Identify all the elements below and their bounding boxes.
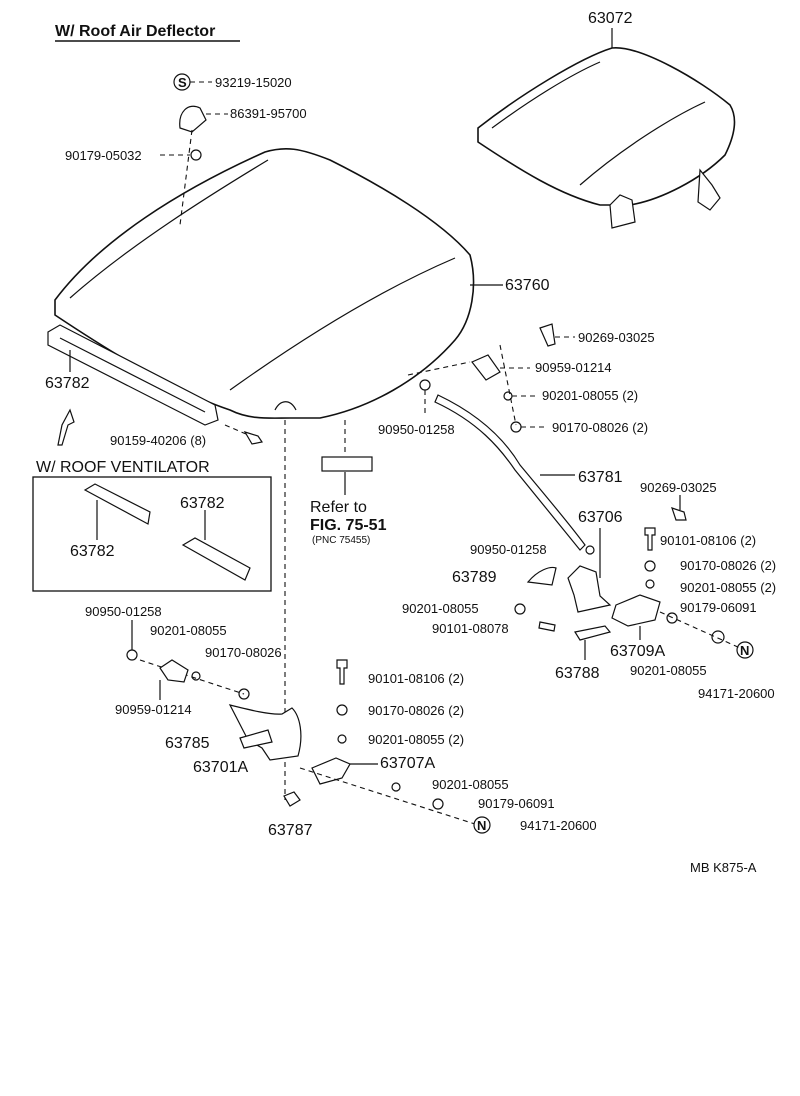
label-63701a: 63701A [193,759,248,776]
n-mark-text-a: N [740,643,749,658]
inset-label-b: 63782 [180,495,225,512]
label-90170-08026-d: 90170-08026 (2) [368,703,464,718]
n-mark-text-b: N [477,818,486,833]
label-90170-08026-b: 90170-08026 (2) [680,558,776,573]
clip-90950-01258-a [419,379,431,391]
label-90950-01258-b: 90950-01258 [470,542,547,557]
refer-line-2: FIG. 75-51 [310,517,387,534]
inset-strip-b [181,537,251,581]
label-90179-06091-c: 90179-06091 [478,796,555,811]
nut-90170-08026-b [644,560,656,572]
ventilator-inset-box [32,476,272,592]
label-90159-40206: 90159-40206 (8) [110,433,206,448]
screw-90159-40206 [243,430,263,445]
washer-90201-08055-e [191,671,201,681]
label-90201-08055-a: 90201-08055 (2) [542,388,638,403]
label-63782: 63782 [45,375,90,392]
roof-panel-63760 [54,147,475,419]
cover-63789 [526,566,557,586]
label-63787: 63787 [268,822,313,839]
label-90201-08055-c: 90201-08055 [402,601,479,616]
label-90201-08055-f: 90201-08055 (2) [368,732,464,747]
n-mark-icon-a [736,641,754,659]
screw-90269-03025-b [671,507,687,521]
screw-90269-03025-a [539,323,556,347]
label-90179-06091-b: 90179-06091 [680,600,757,615]
label-90170-08026-a: 90170-08026 (2) [552,420,648,435]
inset-strip-a [83,483,151,525]
diagram-code: MB K875-A [690,860,757,875]
clip-90950-01258-c [126,649,138,661]
nut-90179-05032 [190,149,202,161]
pad-63785 [239,729,273,749]
bracket-63709a [611,594,661,627]
arrow-up-icon [57,408,75,446]
hinge-63706 [567,565,612,613]
bolt-90101-08106-b [336,659,348,685]
refer-line-3: (PNC 75455) [312,535,370,546]
nut-90170-08026-d [336,704,348,716]
label-90201-08055-b: 90201-08055 (2) [680,580,776,595]
refer-line-1: Refer to [310,499,367,516]
label-90170-08026-c: 90170-08026 [205,645,282,660]
label-90201-08055-e: 90201-08055 [150,623,227,638]
label-94171-20600-b: 94171-20600 [520,818,597,833]
washer-90201-08055-g [391,782,401,792]
rail-63781 [434,394,586,551]
inset-title: W/ ROOF VENTILATOR [36,459,210,476]
label-63072: 63072 [588,10,633,27]
label-90201-08055-g: 90201-08055 [432,777,509,792]
pad-63787 [283,791,301,807]
washer-90201-08055-f [337,734,347,744]
bolt-90101-08078 [538,621,556,632]
label-90959-01214-b: 90959-01214 [115,702,192,717]
label-90269-03025-b: 90269-03025 [640,480,717,495]
label-86391-95700: 86391-95700 [230,106,307,121]
bracket-90959-01214-b [159,659,189,683]
label-90201-08055-d: 90201-08055 [630,663,707,678]
label-90101-08106-a: 90101-08106 (2) [660,533,756,548]
label-90101-08078: 90101-08078 [432,621,509,636]
label-63789: 63789 [452,569,497,586]
label-63788: 63788 [555,665,600,682]
label-63785: 63785 [165,735,210,752]
bolt-90101-08106-a [644,527,656,551]
nut-90179-06091-b [711,630,725,644]
label-90179-05032: 90179-05032 [65,148,142,163]
label-63760: 63760 [505,277,550,294]
label-63709a: 63709A [610,643,665,660]
label-94171-20600-a: 94171-20600 [698,686,775,701]
clip-90950-01258-b [585,545,595,555]
label-90950-01258-c: 90950-01258 [85,604,162,619]
label-63707a: 63707A [380,755,435,772]
nut-90170-08026-a [510,421,522,433]
nut-90179-06091-c [432,798,444,810]
s-mark-text: S [178,75,187,90]
roof-air-deflector-63072 [477,47,736,229]
label-90269-03025-a: 90269-03025 [578,330,655,345]
diagram-title: W/ Roof Air Deflector [55,23,215,40]
seal-strip-63782 [47,324,219,426]
label-63781: 63781 [578,469,623,486]
label-93219-15020: 93219-15020 [215,75,292,90]
n-mark-icon-b [473,816,491,834]
washer-90201-08055-b [645,579,655,589]
bracket-90959-01214-a [471,354,501,381]
label-90950-01258-a: 90950-01258 [378,422,455,437]
label-63706: 63706 [578,509,623,526]
bracket-63707a [311,757,351,785]
inset-label-a: 63782 [70,543,115,560]
reference-tag [321,456,373,472]
label-90101-08106-b: 90101-08106 (2) [368,671,464,686]
washer-90201-08055-c [514,603,526,615]
hook-86391-95700 [179,105,207,133]
pad-63788 [574,625,612,641]
label-90959-01214-a: 90959-01214 [535,360,612,375]
